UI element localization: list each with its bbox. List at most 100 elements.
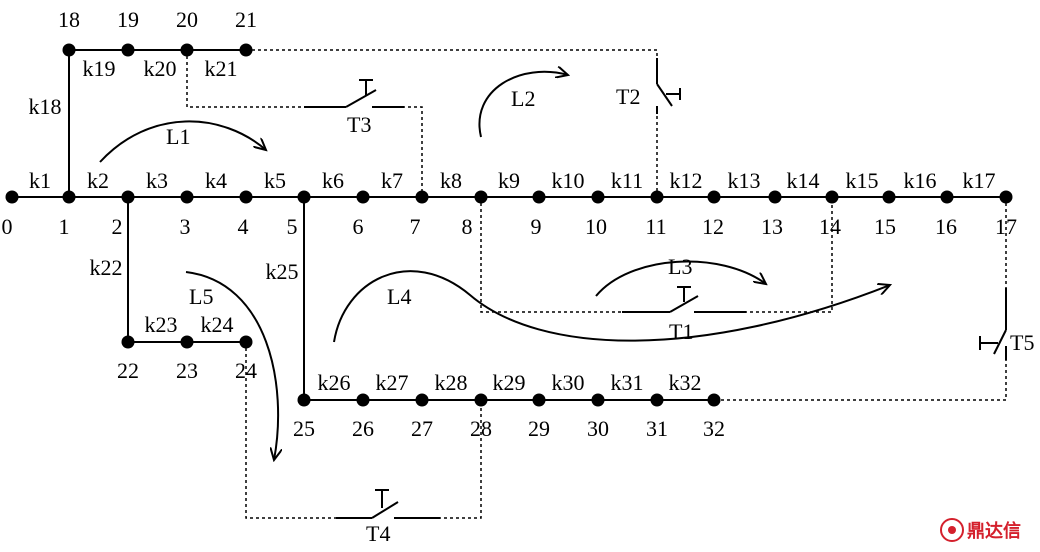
tie-lines <box>186 49 1007 519</box>
node-label-5: 5 <box>287 214 298 239</box>
branch-label-k28: k28 <box>435 370 468 395</box>
node-8 <box>474 190 488 204</box>
branch-label-k31: k31 <box>611 370 644 395</box>
branch-label-k29: k29 <box>493 370 526 395</box>
node-label-18: 18 <box>58 7 80 32</box>
branch-label-k17: k17 <box>963 168 996 193</box>
branch-label-k15: k15 <box>846 168 879 193</box>
branch-label-k19: k19 <box>83 56 116 81</box>
node-label-32: 32 <box>703 416 725 441</box>
node-1 <box>62 190 76 204</box>
branch-label-k10: k10 <box>552 168 585 193</box>
node-label-23: 23 <box>176 358 198 383</box>
node-label-3: 3 <box>180 214 191 239</box>
branch-label-k24: k24 <box>201 312 234 337</box>
switch-label-t4: T4 <box>366 521 390 546</box>
branch-label-k12: k12 <box>670 168 703 193</box>
node-12 <box>707 190 721 204</box>
branch-label-k23: k23 <box>145 312 178 337</box>
node-6 <box>356 190 370 204</box>
branch-label-k18: k18 <box>29 94 62 119</box>
node-label-12: 12 <box>702 214 724 239</box>
branch-label-k27: k27 <box>376 370 409 395</box>
node-5 <box>297 190 311 204</box>
branch-label-k7: k7 <box>381 168 403 193</box>
node-label-28: 28 <box>470 416 492 441</box>
logo-dot-icon <box>948 526 956 534</box>
switch-t3-symbol <box>304 79 404 108</box>
loop-label-l2: L2 <box>511 86 535 111</box>
switch-t5-symbol <box>979 288 1007 360</box>
node-label-30: 30 <box>587 416 609 441</box>
node-25 <box>297 393 311 407</box>
node-label-9: 9 <box>531 214 542 239</box>
node-label-25: 25 <box>293 416 315 441</box>
switch-label-t5: T5 <box>1010 330 1034 355</box>
node-0 <box>5 190 19 204</box>
node-label-19: 19 <box>117 7 139 32</box>
node-label-29: 29 <box>528 416 550 441</box>
watermark-text: 鼎达信 <box>967 520 1021 542</box>
node-16 <box>940 190 954 204</box>
node-label-17: 17 <box>995 214 1017 239</box>
node-15 <box>882 190 896 204</box>
node-label-22: 22 <box>117 358 139 383</box>
branch-label-k6: k6 <box>322 168 344 193</box>
node-24 <box>239 335 253 349</box>
node-29 <box>532 393 546 407</box>
node-label-0: 0 <box>2 214 13 239</box>
node-label-6: 6 <box>353 214 364 239</box>
loop-label-l1: L1 <box>166 124 190 149</box>
node-label-20: 20 <box>176 7 198 32</box>
node-label-2: 2 <box>112 214 123 239</box>
nodes-layer <box>5 43 1013 407</box>
node-31 <box>650 393 664 407</box>
node-28 <box>474 393 488 407</box>
node-label-11: 11 <box>645 214 666 239</box>
node-26 <box>356 393 370 407</box>
node-label-8: 8 <box>462 214 473 239</box>
branch-label-k21: k21 <box>205 56 238 81</box>
node-label-31: 31 <box>646 416 668 441</box>
node-17 <box>999 190 1013 204</box>
node-2 <box>121 190 135 204</box>
branch-label-k3: k3 <box>146 168 168 193</box>
branch-label-k9: k9 <box>498 168 520 193</box>
branch-label-k32: k32 <box>669 370 702 395</box>
node-label-27: 27 <box>411 416 433 441</box>
node-label-1: 1 <box>59 214 70 239</box>
node-label-26: 26 <box>352 416 374 441</box>
branch-label-k30: k30 <box>552 370 585 395</box>
branch-label-k26: k26 <box>318 370 351 395</box>
loop-label-l5: L5 <box>189 284 213 309</box>
logo-mark-icon <box>940 518 964 542</box>
node-11 <box>650 190 664 204</box>
node-10 <box>591 190 605 204</box>
node-13 <box>768 190 782 204</box>
branch-label-k1: k1 <box>29 168 51 193</box>
loop-arcs <box>99 72 890 460</box>
node-label-10: 10 <box>585 214 607 239</box>
branch-label-k2: k2 <box>87 168 109 193</box>
branch-label-k20: k20 <box>144 56 177 81</box>
main-feeder <box>12 49 1006 401</box>
branch-label-k22: k22 <box>90 255 123 280</box>
node-label-4: 4 <box>238 214 249 239</box>
switch-t4-symbol <box>336 489 440 519</box>
node-label-24: 24 <box>235 358 257 383</box>
node-20 <box>180 43 194 57</box>
branch-label-k14: k14 <box>787 168 820 193</box>
branch-label-k13: k13 <box>728 168 761 193</box>
node-label-21: 21 <box>235 7 257 32</box>
node-7 <box>415 190 429 204</box>
branch-label-k4: k4 <box>205 168 227 193</box>
node-19 <box>121 43 135 57</box>
node-label-7: 7 <box>410 214 421 239</box>
node-label-15: 15 <box>874 214 896 239</box>
node-label-14: 14 <box>819 214 841 239</box>
switch-t2-symbol <box>656 58 681 114</box>
switch-label-t2: T2 <box>616 84 640 109</box>
node-9 <box>532 190 546 204</box>
